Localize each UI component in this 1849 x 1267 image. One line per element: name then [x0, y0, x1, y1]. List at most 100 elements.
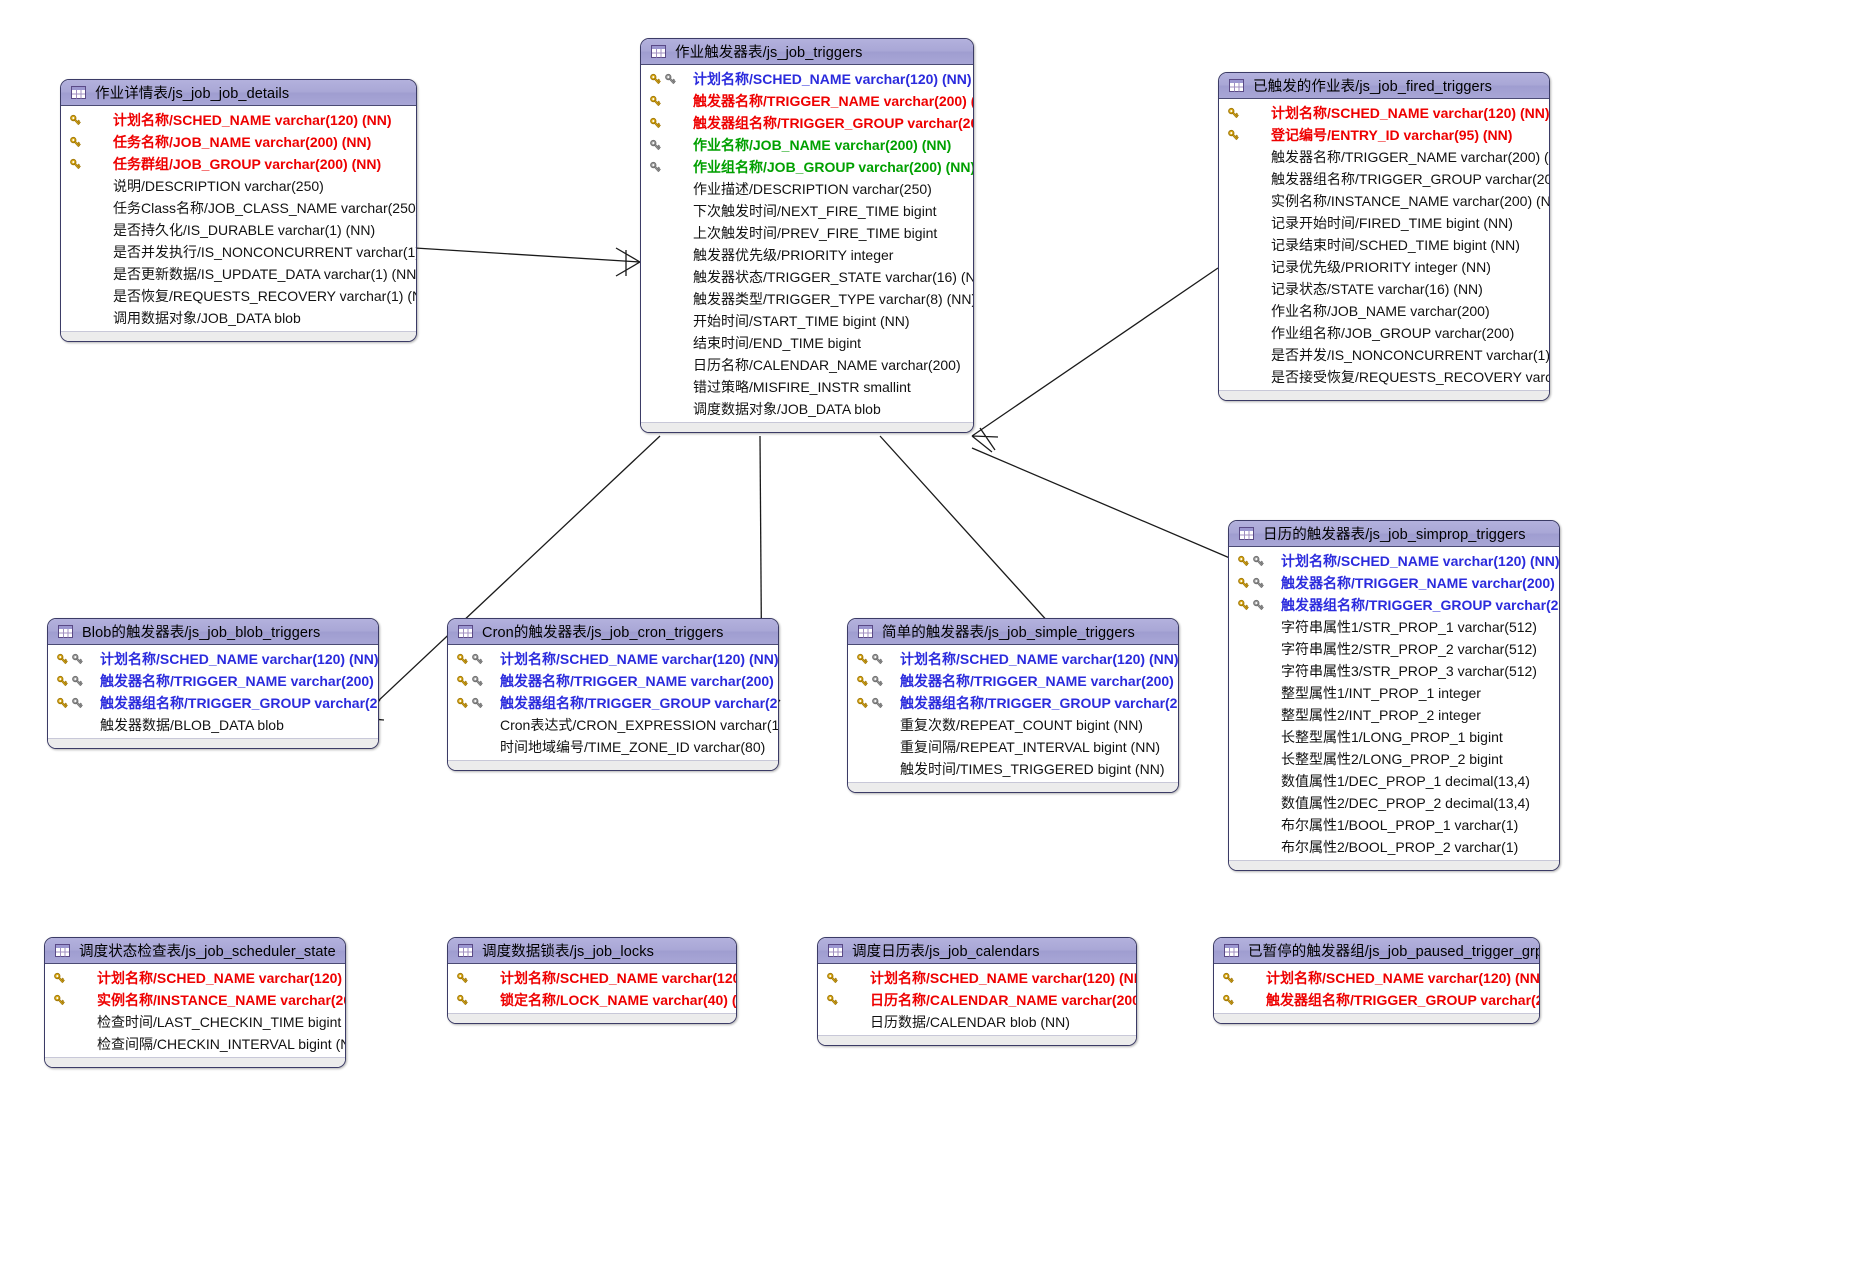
entity-table-fired_triggers[interactable]: 已触发的作业表/js_job_fired_triggers 计划名称/SCHED… — [1218, 72, 1550, 401]
entity-table-cron_triggers[interactable]: Cron的触发器表/js_job_cron_triggers — [447, 618, 779, 771]
field-row[interactable]: 字符串属性2/STR_PROP_2 varchar(512) — [1229, 638, 1559, 660]
field-row[interactable]: 错过策略/MISFIRE_INSTR smallint — [641, 376, 973, 398]
field-row[interactable]: Cron表达式/CRON_EXPRESSION varchar(120) (NN… — [448, 714, 778, 736]
field-row[interactable]: 触发器名称/TRIGGER_NAME varchar(200) (NN) — [1229, 572, 1559, 594]
field-row[interactable]: 时间地域编号/TIME_ZONE_ID varchar(80) — [448, 736, 778, 758]
field-row[interactable]: 触发器名称/TRIGGER_NAME varchar(200) (NN) — [1219, 146, 1549, 168]
field-row[interactable]: 实例名称/INSTANCE_NAME varchar(200) (NN) — [45, 989, 345, 1011]
field-row[interactable]: 长整型属性2/LONG_PROP_2 bigint — [1229, 748, 1559, 770]
field-row[interactable]: 实例名称/INSTANCE_NAME varchar(200) (NN) — [1219, 190, 1549, 212]
field-row[interactable]: 布尔属性2/BOOL_PROP_2 varchar(1) — [1229, 836, 1559, 858]
table-header-cron_triggers[interactable]: Cron的触发器表/js_job_cron_triggers — [448, 619, 778, 645]
field-row[interactable]: 作业名称/JOB_NAME varchar(200) (NN) — [641, 134, 973, 156]
field-row[interactable]: 下次触发时间/NEXT_FIRE_TIME bigint — [641, 200, 973, 222]
table-header-blob_triggers[interactable]: Blob的触发器表/js_job_blob_triggers — [48, 619, 378, 645]
field-row[interactable]: 作业组名称/JOB_GROUP varchar(200) (NN) — [641, 156, 973, 178]
field-row[interactable]: 记录开始时间/FIRED_TIME bigint (NN) — [1219, 212, 1549, 234]
field-row[interactable]: 布尔属性1/BOOL_PROP_1 varchar(1) — [1229, 814, 1559, 836]
field-row[interactable]: 计划名称/SCHED_NAME varchar(120) (NN) — [448, 648, 778, 670]
field-row[interactable]: 数值属性1/DEC_PROP_1 decimal(13,4) — [1229, 770, 1559, 792]
field-row[interactable]: 触发器组名称/TRIGGER_GROUP varchar(200) (NN) — [1219, 168, 1549, 190]
field-row[interactable]: 触发器类型/TRIGGER_TYPE varchar(8) (NN) — [641, 288, 973, 310]
field-row[interactable]: 字符串属性1/STR_PROP_1 varchar(512) — [1229, 616, 1559, 638]
field-row[interactable]: 重复间隔/REPEAT_INTERVAL bigint (NN) — [848, 736, 1178, 758]
field-row[interactable]: 检查间隔/CHECKIN_INTERVAL bigint (NN) — [45, 1033, 345, 1055]
field-row[interactable]: 是否更新数据/IS_UPDATE_DATA varchar(1) (NN) — [61, 263, 416, 285]
entity-table-locks[interactable]: 调度数据锁表/js_job_locks 计划名称/SCHED_NAME varc… — [447, 937, 737, 1024]
field-row[interactable]: 说明/DESCRIPTION varchar(250) — [61, 175, 416, 197]
table-header-locks[interactable]: 调度数据锁表/js_job_locks — [448, 938, 736, 964]
field-row[interactable]: 调度数据对象/JOB_DATA blob — [641, 398, 973, 420]
field-row[interactable]: 日历数据/CALENDAR blob (NN) — [818, 1011, 1136, 1033]
table-header-fired_triggers[interactable]: 已触发的作业表/js_job_fired_triggers — [1219, 73, 1549, 99]
entity-table-job_details[interactable]: 作业详情表/js_job_job_details 计划名称/SCHED_NAME… — [60, 79, 417, 342]
field-row[interactable]: 字符串属性3/STR_PROP_3 varchar(512) — [1229, 660, 1559, 682]
table-header-simprop_triggers[interactable]: 日历的触发器表/js_job_simprop_triggers — [1229, 521, 1559, 547]
field-row[interactable]: 日历名称/CALENDAR_NAME varchar(200) (NN) — [818, 989, 1136, 1011]
field-row[interactable]: 作业组名称/JOB_GROUP varchar(200) — [1219, 322, 1549, 344]
field-row[interactable]: 是否持久化/IS_DURABLE varchar(1) (NN) — [61, 219, 416, 241]
field-row[interactable]: 计划名称/SCHED_NAME varchar(120) (NN) — [1229, 550, 1559, 572]
field-row[interactable]: 是否接受恢复/REQUESTS_RECOVERY varchar(1) — [1219, 366, 1549, 388]
field-row[interactable]: 触发时间/TIMES_TRIGGERED bigint (NN) — [848, 758, 1178, 780]
field-row[interactable]: 检查时间/LAST_CHECKIN_TIME bigint (NN) — [45, 1011, 345, 1033]
field-row[interactable]: 调用数据对象/JOB_DATA blob — [61, 307, 416, 329]
field-row[interactable]: 计划名称/SCHED_NAME varchar(120) (NN) — [61, 109, 416, 131]
field-row[interactable]: 数值属性2/DEC_PROP_2 decimal(13,4) — [1229, 792, 1559, 814]
field-row[interactable]: 登记编号/ENTRY_ID varchar(95) (NN) — [1219, 124, 1549, 146]
entity-table-blob_triggers[interactable]: Blob的触发器表/js_job_blob_triggers — [47, 618, 379, 749]
field-row[interactable]: 任务名称/JOB_NAME varchar(200) (NN) — [61, 131, 416, 153]
field-row[interactable]: 任务群组/JOB_GROUP varchar(200) (NN) — [61, 153, 416, 175]
field-row[interactable]: 计划名称/SCHED_NAME varchar(120) (NN) — [818, 967, 1136, 989]
table-header-scheduler_state[interactable]: 调度状态检查表/js_job_scheduler_state — [45, 938, 345, 964]
field-row[interactable]: 记录结束时间/SCHED_TIME bigint (NN) — [1219, 234, 1549, 256]
field-row[interactable]: 触发器组名称/TRIGGER_GROUP varchar(200) (NN) — [641, 112, 973, 134]
field-row[interactable]: 触发器状态/TRIGGER_STATE varchar(16) (NN) — [641, 266, 973, 288]
field-row[interactable]: 结束时间/END_TIME bigint — [641, 332, 973, 354]
field-row[interactable]: 触发器优先级/PRIORITY integer — [641, 244, 973, 266]
table-header-calendars[interactable]: 调度日历表/js_job_calendars — [818, 938, 1136, 964]
field-row[interactable]: 记录优先级/PRIORITY integer (NN) — [1219, 256, 1549, 278]
table-header-simple_triggers[interactable]: 简单的触发器表/js_job_simple_triggers — [848, 619, 1178, 645]
field-row[interactable]: 是否恢复/REQUESTS_RECOVERY varchar(1) (NN) — [61, 285, 416, 307]
entity-table-scheduler_state[interactable]: 调度状态检查表/js_job_scheduler_state 计划名称/SCHE… — [44, 937, 346, 1068]
field-row[interactable]: 长整型属性1/LONG_PROP_1 bigint — [1229, 726, 1559, 748]
entity-table-job_triggers[interactable]: 作业触发器表/js_job_triggers — [640, 38, 974, 433]
field-row[interactable]: 计划名称/SCHED_NAME varchar(120) (NN) — [448, 967, 736, 989]
field-row[interactable]: 任务Class名称/JOB_CLASS_NAME varchar(250) (N… — [61, 197, 416, 219]
field-row[interactable]: 计划名称/SCHED_NAME varchar(120) (NN) — [848, 648, 1178, 670]
field-row[interactable]: 计划名称/SCHED_NAME varchar(120) (NN) — [641, 68, 973, 90]
entity-table-calendars[interactable]: 调度日历表/js_job_calendars 计划名称/SCHED_NAME v… — [817, 937, 1137, 1046]
field-row[interactable]: 计划名称/SCHED_NAME varchar(120) (NN) — [45, 967, 345, 989]
table-header-paused_trigger_grps[interactable]: 已暂停的触发器组/js_job_paused_trigger_grps — [1214, 938, 1539, 964]
field-row[interactable]: 触发器组名称/TRIGGER_GROUP varchar(200) (NN) — [448, 692, 778, 714]
field-row[interactable]: 重复次数/REPEAT_COUNT bigint (NN) — [848, 714, 1178, 736]
field-row[interactable]: 锁定名称/LOCK_NAME varchar(40) (NN) — [448, 989, 736, 1011]
field-row[interactable]: 触发器组名称/TRIGGER_GROUP varchar(200) (NN) — [1214, 989, 1539, 1011]
table-header-job_details[interactable]: 作业详情表/js_job_job_details — [61, 80, 416, 106]
field-row[interactable]: 触发器名称/TRIGGER_NAME varchar(200) (NN) — [48, 670, 378, 692]
field-row[interactable]: 计划名称/SCHED_NAME varchar(120) (NN) — [1219, 102, 1549, 124]
table-header-job_triggers[interactable]: 作业触发器表/js_job_triggers — [641, 39, 973, 65]
field-row[interactable]: 整型属性1/INT_PROP_1 integer — [1229, 682, 1559, 704]
field-row[interactable]: 触发器名称/TRIGGER_NAME varchar(200) (NN) — [448, 670, 778, 692]
entity-table-simprop_triggers[interactable]: 日历的触发器表/js_job_simprop_triggers — [1228, 520, 1560, 871]
field-row[interactable]: 作业名称/JOB_NAME varchar(200) — [1219, 300, 1549, 322]
field-row[interactable]: 触发器名称/TRIGGER_NAME varchar(200) (NN) — [848, 670, 1178, 692]
field-row[interactable]: 触发器组名称/TRIGGER_GROUP varchar(200) (NN) — [1229, 594, 1559, 616]
field-row[interactable]: 触发器数据/BLOB_DATA blob — [48, 714, 378, 736]
field-row[interactable]: 是否并发/IS_NONCONCURRENT varchar(1) — [1219, 344, 1549, 366]
field-row[interactable]: 日历名称/CALENDAR_NAME varchar(200) — [641, 354, 973, 376]
field-row[interactable]: 记录状态/STATE varchar(16) (NN) — [1219, 278, 1549, 300]
field-row[interactable]: 计划名称/SCHED_NAME varchar(120) (NN) — [48, 648, 378, 670]
field-row[interactable]: 触发器组名称/TRIGGER_GROUP varchar(200) (NN) — [48, 692, 378, 714]
field-row[interactable]: 上次触发时间/PREV_FIRE_TIME bigint — [641, 222, 973, 244]
field-row[interactable]: 开始时间/START_TIME bigint (NN) — [641, 310, 973, 332]
entity-table-paused_trigger_grps[interactable]: 已暂停的触发器组/js_job_paused_trigger_grps 计划名称… — [1213, 937, 1540, 1024]
entity-table-simple_triggers[interactable]: 简单的触发器表/js_job_simple_triggers — [847, 618, 1179, 793]
field-row[interactable]: 触发器组名称/TRIGGER_GROUP varchar(200) (NN) — [848, 692, 1178, 714]
field-row[interactable]: 是否并发执行/IS_NONCONCURRENT varchar(1) (NN) — [61, 241, 416, 263]
field-row[interactable]: 触发器名称/TRIGGER_NAME varchar(200) (NN) — [641, 90, 973, 112]
field-row[interactable]: 整型属性2/INT_PROP_2 integer — [1229, 704, 1559, 726]
field-row[interactable]: 作业描述/DESCRIPTION varchar(250) — [641, 178, 973, 200]
